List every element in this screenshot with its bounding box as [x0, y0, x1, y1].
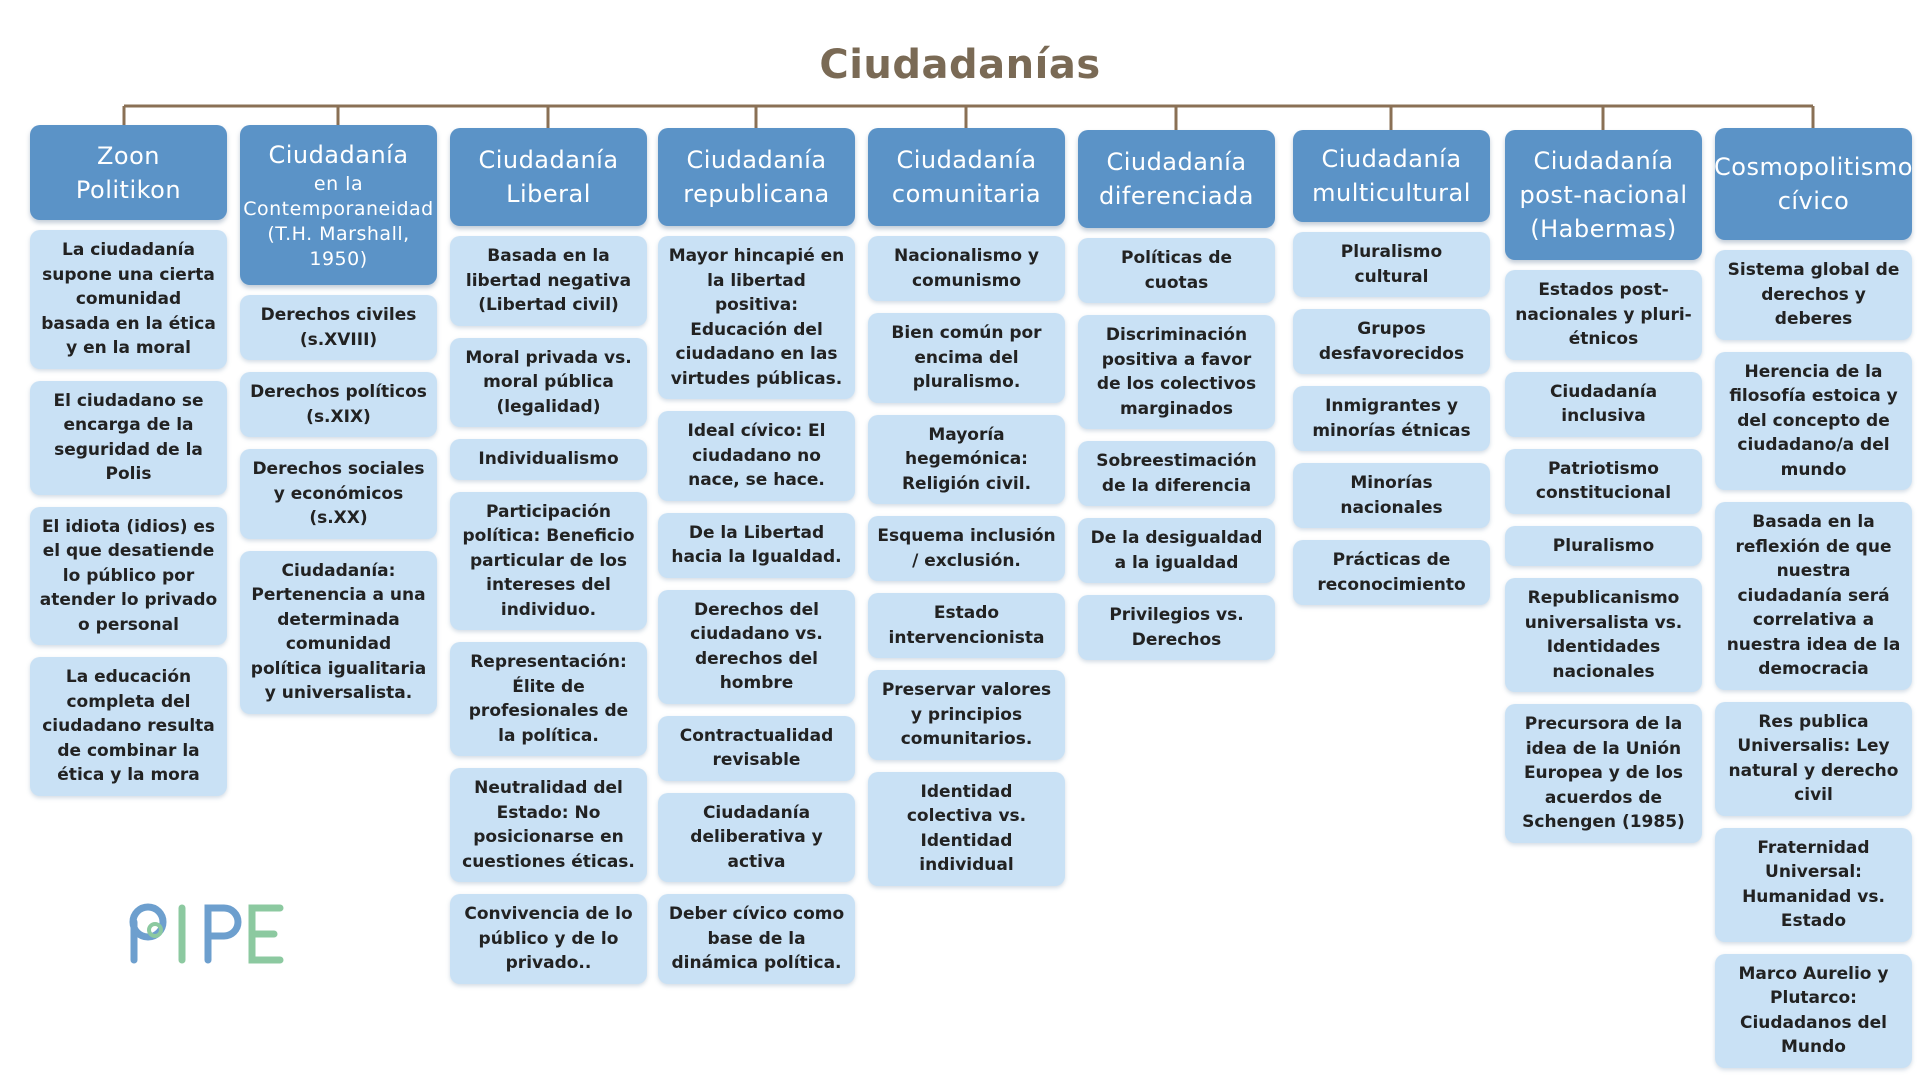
- column-header-line: Ciudadanía: [896, 146, 1037, 174]
- concept-card: Derechos sociales y económicos (s.XX): [240, 449, 437, 539]
- concept-card: Ciudadanía inclusiva: [1505, 371, 1702, 437]
- column-header-line: Ciudadanía: [1106, 148, 1247, 176]
- column-header-line: republicana: [683, 180, 830, 208]
- column-1: Ciudadanía en la Contemporaneidad (T.H. Mar…: [240, 125, 437, 726]
- concept-card: Republicanismo universalista vs. Identid…: [1505, 578, 1702, 692]
- concept-card: Ciudadanía deliberativa y activa: [658, 792, 855, 882]
- concept-card: La educación completa del ciudadano resu…: [30, 657, 227, 796]
- concept-card: Neutralidad del Estado: No posicionarse …: [450, 768, 647, 882]
- concept-card: Mayoría hegemónica: Religión civil.: [868, 414, 1065, 504]
- concept-card: Res publica Universalis: Ley natural y d…: [1715, 701, 1912, 816]
- concept-card: Bien común por encima del pluralismo.: [868, 313, 1065, 403]
- column-header: Ciudadanía republicana: [658, 128, 855, 226]
- concept-card: Prácticas de reconocimiento: [1293, 540, 1490, 605]
- concept-card: Esquema inclusión / exclusión.: [868, 516, 1065, 581]
- concept-card: Deber cívico como base de la dinámica po…: [658, 894, 855, 984]
- concept-card: De la desigualdad a la igualdad: [1078, 518, 1275, 583]
- concept-card: Sistema global de derechos y deberes: [1715, 250, 1912, 340]
- column-header-line: Liberal: [506, 180, 591, 208]
- concept-card: Contractualidad revisable: [658, 715, 855, 781]
- concept-card: Privilegios vs. Derechos: [1078, 595, 1275, 660]
- column-header-subline: en la: [313, 173, 364, 195]
- concept-card: Estados post-nacionales y pluri-étnicos: [1505, 270, 1702, 360]
- concept-card: Individualismo: [450, 439, 647, 480]
- column-header-line: Cosmopolitismo: [1714, 153, 1913, 181]
- concept-card: Identidad colectiva vs. Identidad indivi…: [868, 771, 1065, 886]
- column-header: Ciudadanía en la Contemporaneidad (T.H. Mar…: [240, 125, 437, 285]
- column-header-line: Ciudadanía: [686, 146, 827, 174]
- column-header-line: Ciudadanía: [268, 141, 409, 169]
- column-header-subline: 1950): [309, 248, 368, 270]
- concept-card: Herencia de la filosofía estoica y del c…: [1715, 351, 1912, 490]
- concept-card: Marco Aurelio y Plutarco: Ciudadanos del…: [1715, 953, 1912, 1068]
- column-header: Ciudadanía multicultural: [1293, 130, 1490, 222]
- column-header-line: Zoon: [96, 141, 161, 170]
- column-header-line: Ciudadanía: [1533, 147, 1674, 175]
- concept-card: Representación: Élite de profesionales d…: [450, 642, 647, 756]
- column-header: Ciudadanía post-nacional (Habermas): [1505, 130, 1702, 260]
- column-header-line: Politikon: [75, 175, 182, 204]
- column-header-line: cívico: [1777, 187, 1850, 215]
- concept-card: Estado intervencionista: [868, 593, 1065, 658]
- column-header-line: comunitaria: [891, 180, 1042, 208]
- concept-card: Políticas de cuotas: [1078, 238, 1275, 303]
- column-header-line: Ciudadanía: [478, 146, 619, 174]
- concept-card: Preservar valores y principios comunitar…: [868, 670, 1065, 760]
- concept-card: Precursora de la idea de la Unión Europe…: [1505, 704, 1702, 843]
- column-header-subline: Contemporaneidad: [243, 198, 434, 220]
- concept-card: Convivencia de lo público y de lo privad…: [450, 894, 647, 984]
- column-header: Ciudadanía comunitaria: [868, 128, 1065, 226]
- concept-card: El idiota (idios) es el que desatiende l…: [30, 506, 227, 645]
- concept-card: Patriotismo constitucional: [1505, 448, 1702, 514]
- concept-card: Fraternidad Universal: Humanidad vs. Est…: [1715, 827, 1912, 942]
- column-header-line: multicultural: [1312, 179, 1471, 207]
- concept-card: Basada en la reflexión de que nuestra ci…: [1715, 502, 1912, 690]
- column-header: Cosmopolitismo cívico: [1714, 128, 1913, 240]
- concept-card: Pluralismo: [1505, 525, 1702, 566]
- concept-card: Ideal cívico: El ciudadano no nace, se h…: [658, 411, 855, 501]
- diagram-title: Ciudadanías: [819, 42, 1101, 88]
- concept-card: Mayor hincapié en la libertad positiva: …: [658, 236, 855, 399]
- concept-card: Moral privada vs. moral pública (legalid…: [450, 337, 647, 427]
- concept-card: De la Libertad hacia la Igualdad.: [658, 512, 855, 578]
- concept-card: Minorías nacionales: [1293, 463, 1490, 528]
- column-7: Ciudadanía post-nacional (Habermas) Estados…: [1505, 130, 1702, 855]
- concept-card: Inmigrantes y minorías étnicas: [1293, 386, 1490, 451]
- concept-card: Derechos del ciudadano vs. derechos del …: [658, 589, 855, 704]
- concept-card: Derechos civiles (s.XVIII): [240, 295, 437, 360]
- concept-card: Ciudadanía: Pertenencia a una determinad…: [240, 550, 437, 714]
- column-header-line: Ciudadanía: [1321, 145, 1462, 173]
- concept-card: Derechos políticos (s.XIX): [240, 372, 437, 437]
- concept-card: La ciudadanía supone una cierta comunida…: [30, 230, 227, 369]
- column-header-subline: (T.H. Marshall,: [267, 223, 410, 245]
- concept-card: Sobreestimación de la diferencia: [1078, 441, 1275, 506]
- column-header-line: diferenciada: [1099, 182, 1254, 210]
- concept-card: Grupos desfavorecidos: [1293, 309, 1490, 374]
- concept-card: Participación política: Beneficio partic…: [450, 491, 647, 630]
- column-header-line: (Habermas): [1530, 215, 1677, 243]
- column-header-line: post-nacional: [1519, 181, 1688, 209]
- pipe-logo: [129, 903, 284, 964]
- column-header: Ciudadanía diferenciada: [1078, 130, 1275, 228]
- concept-card: Pluralismo cultural: [1293, 232, 1490, 297]
- concept-card: Nacionalismo y comunismo: [868, 236, 1065, 301]
- concept-card: El ciudadano se encarga de la seguridad …: [30, 380, 227, 495]
- concept-card: Discriminación positiva a favor de los c…: [1078, 315, 1275, 429]
- concept-card: Basada en la libertad negativa (Libertad…: [450, 236, 647, 326]
